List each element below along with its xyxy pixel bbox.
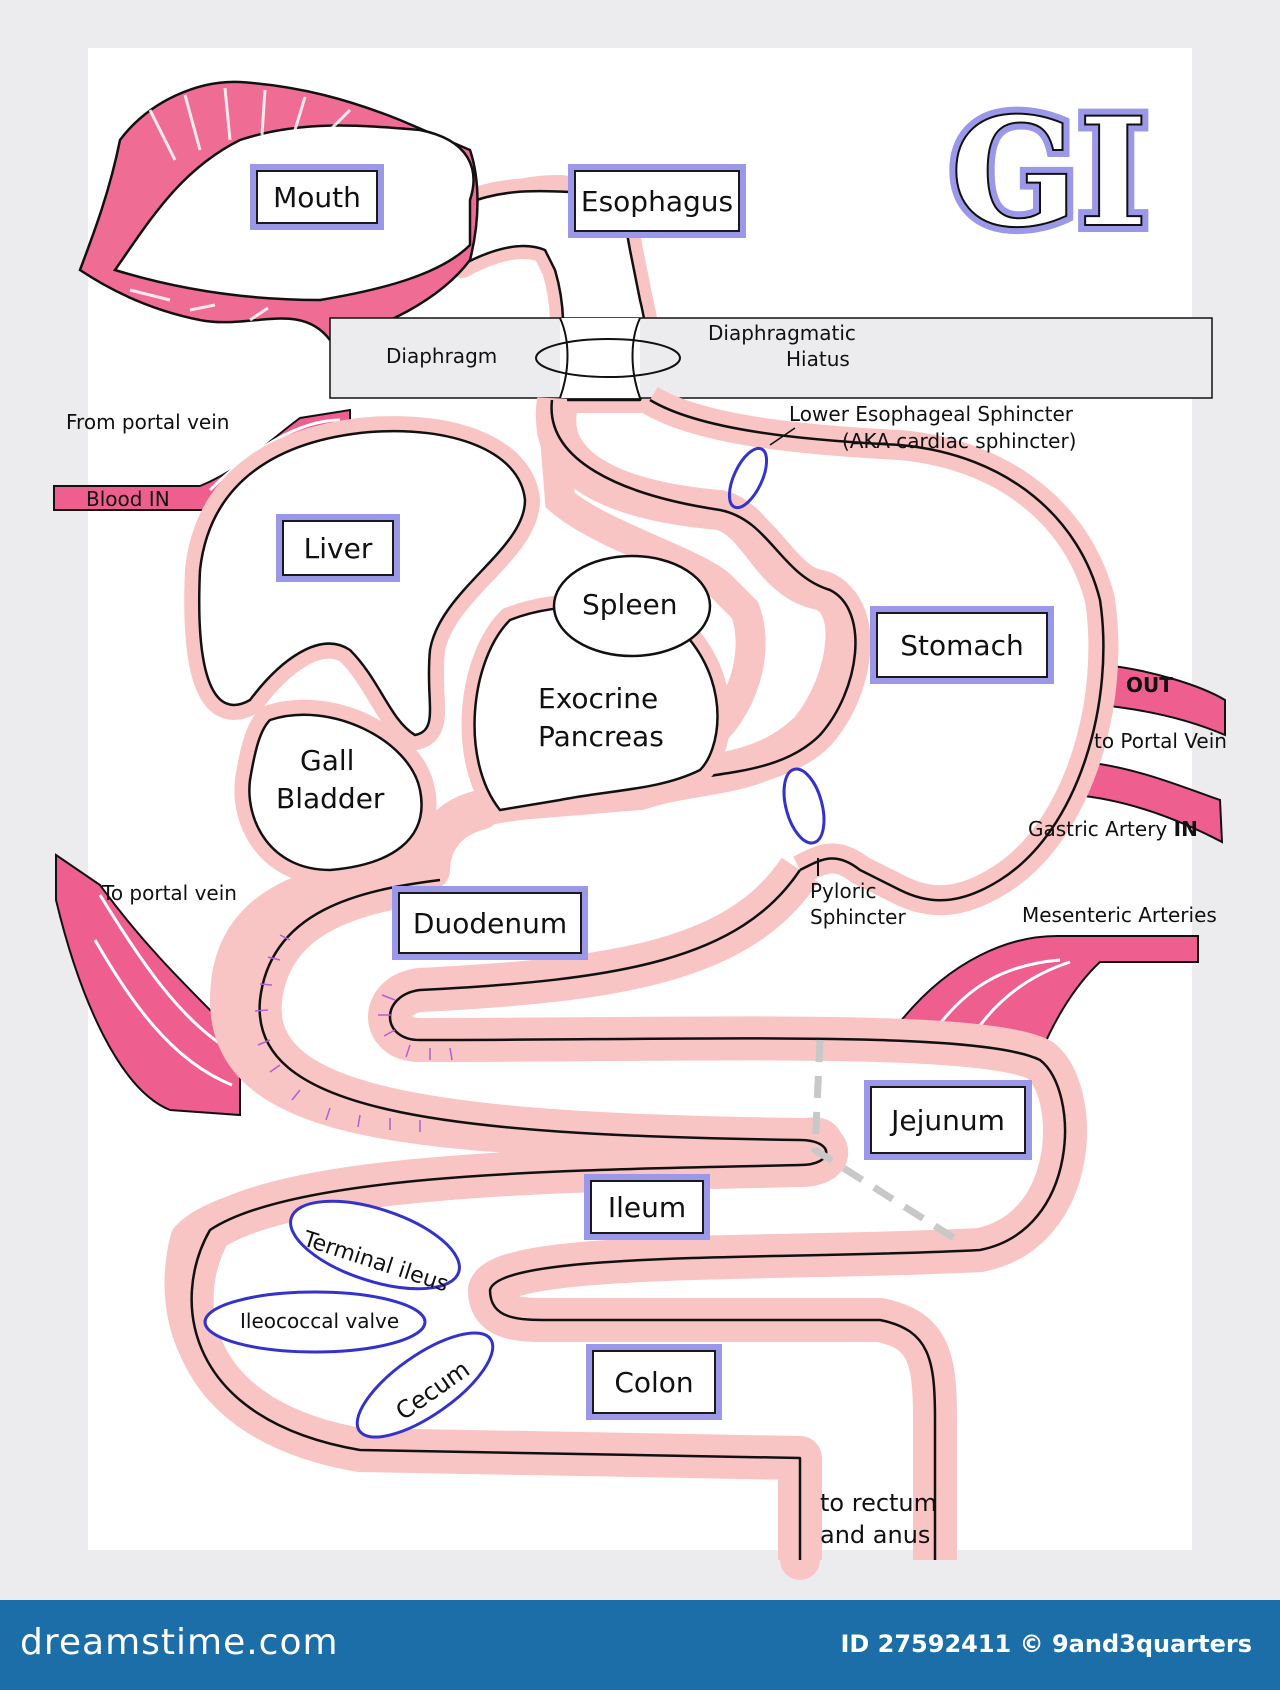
gastric-artery-label: Gastric Artery: [1028, 817, 1168, 841]
diaphragmatic-hiatus-text-2: Hiatus: [786, 347, 850, 371]
mesenteric-text: Mesenteric Arteries: [1022, 903, 1217, 927]
from-portal-vein-text: From portal vein: [66, 410, 230, 434]
gall-text: Gall: [300, 744, 355, 777]
pyloric-text: Pyloric: [810, 879, 877, 903]
les-text-2: (AKA cardiac sphincter): [842, 429, 1077, 453]
ileococcal-valve-oval: [203, 1290, 427, 1354]
stomach-label: Stomach: [870, 606, 1054, 684]
gastric-artery-text: Gastric Artery IN: [1028, 816, 1198, 842]
gall-bladder-shape: [234, 699, 437, 886]
jejunum-ileum-divider: [811, 1039, 967, 1248]
gi-title-outline: GI: [950, 85, 1148, 261]
pancreas-text: Pancreas: [538, 720, 664, 753]
small-intestine: [169, 857, 1087, 1560]
diaphragm-text: Diaphragm: [386, 344, 498, 368]
pyloric-sphincter: [782, 767, 826, 845]
les-leader-line: [769, 427, 796, 446]
to-portal-vein-left-text: To portal vein: [102, 881, 237, 905]
diaphragmatic-hiatus-ring: [535, 338, 681, 378]
footer-credit: ID 27592411 © 9and3quarters: [840, 1630, 1252, 1658]
teeth-highlights: [129, 87, 352, 322]
liver-label: Liver: [276, 514, 400, 582]
jejunum-label: Jejunum: [864, 1080, 1032, 1160]
liver-shape: [184, 416, 540, 750]
footer-bar: dreamstime.com ID 27592411 © 9and3quarte…: [0, 1600, 1280, 1690]
sphincter-text: Sphincter: [810, 905, 906, 929]
stomach-shape: [488, 386, 1119, 916]
to-portal-vein-right-text: to Portal Vein: [1094, 729, 1227, 753]
to-portal-vein-left-vessels: [55, 853, 241, 1117]
terminal-ileus-oval: [289, 1199, 461, 1291]
diaphragm: [329, 317, 1213, 399]
spleen-shape: [552, 554, 712, 658]
gi-title: GI: [950, 85, 1148, 261]
footer-brand[interactable]: dreamstime.com: [20, 1622, 339, 1663]
ileococcal-valve-text: Ileococcal valve: [240, 1309, 400, 1333]
les-text-1: Lower Esophageal Sphincter: [789, 402, 1074, 426]
colon-label: Colon: [586, 1344, 722, 1420]
gastric-in-label: IN: [1173, 817, 1198, 841]
gi-title-graphic: GI GI: [943, 78, 1155, 268]
blood-in-text: Blood IN: [86, 487, 170, 511]
duodenum-label: Duodenum: [392, 886, 588, 960]
gastric-vessels: [1073, 663, 1226, 844]
spleen-text: Spleen: [582, 588, 678, 621]
esophagus-label: Esophagus: [568, 164, 746, 238]
cecum-oval: [355, 1331, 495, 1439]
lower-esophageal-sphincter: [727, 446, 769, 510]
out-text: OUT: [1126, 673, 1173, 697]
villi: [254, 934, 453, 1132]
rectum-text-2: and anus: [820, 1521, 931, 1549]
rectum-text-1: to rectum: [820, 1489, 938, 1517]
mouth-label: Mouth: [250, 164, 384, 230]
diaphragmatic-hiatus-text-1: Diaphragmatic: [708, 321, 856, 345]
ileum-label: Ileum: [584, 1174, 710, 1240]
bladder-text: Bladder: [276, 782, 385, 815]
exocrine-text: Exocrine: [538, 682, 659, 715]
